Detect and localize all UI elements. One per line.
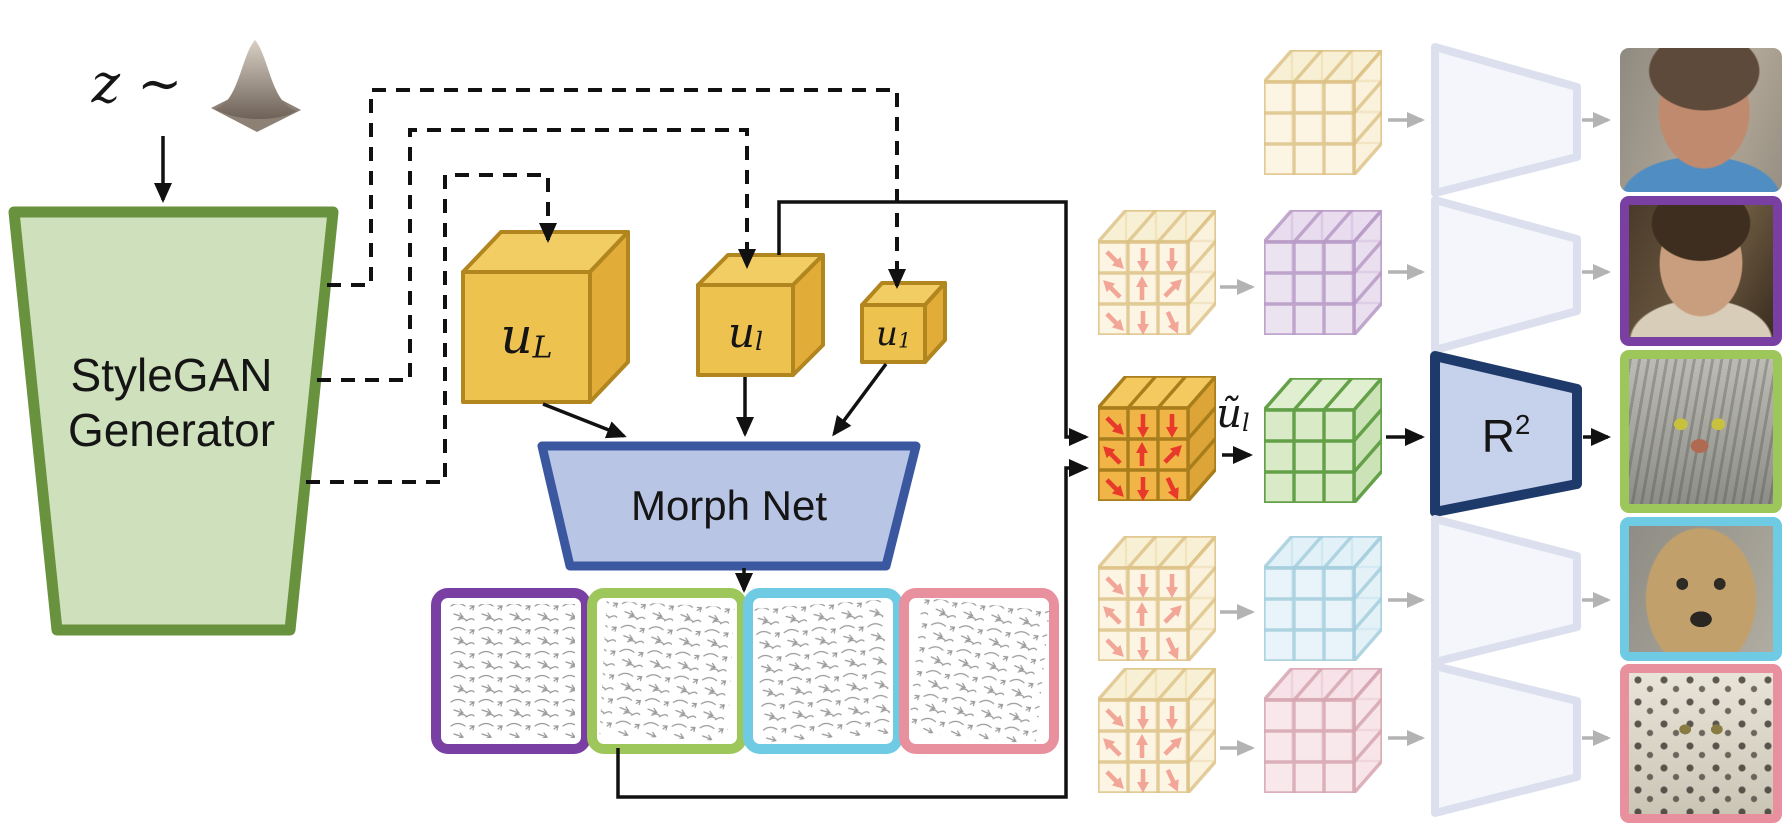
flowfield-to-warp-route [616,459,1089,799]
warped-cube-row5 [1264,668,1382,793]
flow-field-pink [899,588,1059,754]
output-image-man-photo [1620,48,1782,192]
refine-decoder-block [1430,351,1582,517]
decoder-block-row4 [1431,515,1581,666]
gaussian-distribution-icon [211,40,301,132]
output-image-dog-photo [1620,517,1782,661]
decoder-block-row2 [1431,196,1581,354]
warped-cube-row2 [1264,210,1382,335]
decoder-block-row5 [1431,662,1581,817]
warp-source-cube-row3 [1098,376,1216,501]
feature-cube-row1 [1264,50,1382,175]
ul-skip-route [777,200,1089,446]
output-image-portrait-painting [1620,196,1782,346]
decoder-block-row1 [1431,43,1581,197]
warp-source-cube-row4 [1098,536,1216,661]
feature-cube-ul [696,253,825,377]
faded-row-arrows [1220,112,1611,756]
output-image-snow-leopard-photo [1620,664,1782,823]
u1-to-morphnet-arrow [832,362,888,437]
flow-field-cyan [743,588,903,754]
output-image-cat-photo [1620,350,1782,513]
morph-net-block [537,441,921,571]
stylegan-generator-block [8,206,339,636]
feature-cube-u1 [860,281,947,364]
flow-field-purple [431,588,591,754]
flow-field-green [587,588,747,754]
feature-cube-uL [461,230,630,404]
warped-cube-row4 [1264,536,1382,661]
solid-arrows [154,136,1611,799]
warp-source-cube-row5 [1098,668,1216,793]
warped-cube-row3 [1264,378,1382,503]
uL-to-morphnet-arrow [542,402,627,439]
latent-code-routes-dashed [306,88,906,484]
warp-source-cube-row2 [1098,210,1216,335]
